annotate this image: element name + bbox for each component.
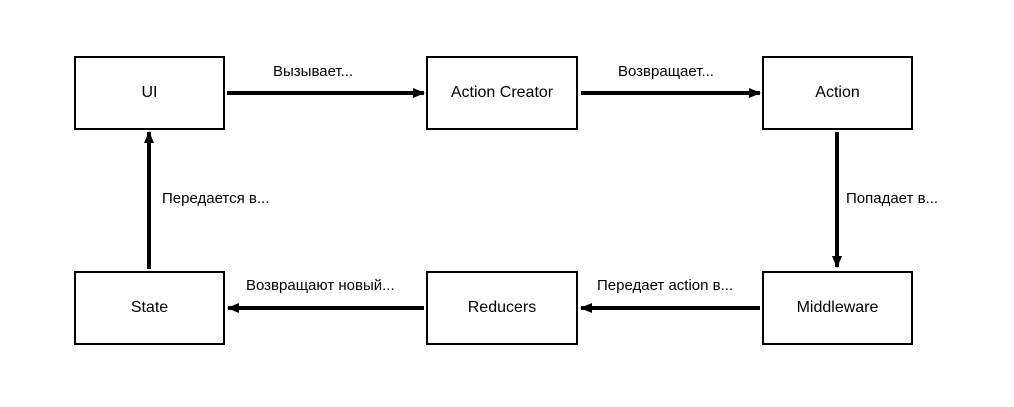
edge-label-action-creator-to-action: Возвращает... — [618, 63, 714, 80]
edge-label-state-to-ui: Передается в... — [162, 190, 270, 207]
node-action-creator-label: Action Creator — [450, 84, 554, 101]
node-middleware-label: Middleware — [796, 299, 879, 316]
node-reducers: Reducers — [426, 271, 578, 345]
node-action: Action — [762, 56, 913, 130]
edge-label-middleware-to-reducers: Передает action в... — [597, 277, 734, 294]
edge-label-reducers-to-state: Возвращают новый... — [246, 277, 395, 294]
edge-label-action-to-middleware: Попадает в... — [846, 190, 939, 207]
node-middleware: Middleware — [762, 271, 913, 345]
node-ui: UI — [74, 56, 225, 130]
edge-label-ui-to-action-creator: Вызывает... — [273, 63, 354, 80]
node-state: State — [74, 271, 225, 345]
node-action-label: Action — [815, 84, 860, 101]
node-reducers-label: Reducers — [467, 299, 537, 316]
node-action-creator: Action Creator — [426, 56, 578, 130]
node-state-label: State — [130, 299, 169, 316]
node-ui-label: UI — [141, 84, 158, 101]
